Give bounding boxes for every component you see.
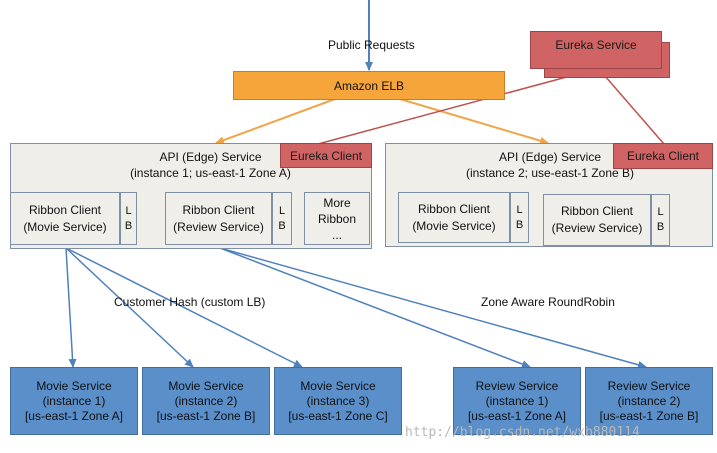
elb-to-api1-arrow xyxy=(215,98,336,144)
eureka-service-box: Eureka Service xyxy=(530,31,662,69)
ribbon-client-movie-1-label: Ribbon Client (Movie Service) xyxy=(23,202,107,234)
lb-review-1: L B xyxy=(272,192,292,245)
eureka-client-2: Eureka Client xyxy=(613,143,713,169)
more-ribbon-label: More Ribbon ... xyxy=(317,195,357,242)
api-edge-service-1-title: API (Edge) Service (instance 1; us-east-… xyxy=(130,150,291,180)
amazon-elb-label: Amazon ELB xyxy=(333,78,405,93)
ribbon-client-movie-2: Ribbon Client (Movie Service) xyxy=(398,192,510,243)
movie-service-instance-1: Movie Service (instance 1) [us-east-1 Zo… xyxy=(10,367,138,435)
watermark-text: http://blog.csdn.net/wxb880114 xyxy=(405,425,640,440)
more-ribbon-box: More Ribbon ... xyxy=(304,192,370,245)
lb-movie-2-label: L B xyxy=(515,203,524,231)
lb-review-1-label: L B xyxy=(278,204,286,232)
public-requests-label: Public Requests xyxy=(328,38,415,52)
eureka-service-label: Eureka Service xyxy=(555,38,637,52)
review-service-instance-2-label: Review Service (instance 2) [us-east-1 Z… xyxy=(599,378,699,423)
review-lb-arrow-1 xyxy=(219,247,531,368)
movie-service-instance-3-label: Movie Service (instance 3) [us-east-1 Zo… xyxy=(288,378,388,423)
ribbon-client-review-1-label: Ribbon Client (Review Service) xyxy=(173,202,264,234)
amazon-elb-box: Amazon ELB xyxy=(233,71,505,100)
lb-review-2-label: L B xyxy=(656,206,665,233)
lb-movie-1-label: L B xyxy=(124,204,133,232)
ribbon-client-review-1: Ribbon Client (Review Service) xyxy=(165,192,272,245)
movie-service-instance-1-label: Movie Service (instance 1) [us-east-1 Zo… xyxy=(24,378,124,423)
review-service-instance-1-label: Review Service (instance 1) [us-east-1 Z… xyxy=(467,378,567,423)
lb-movie-1: L B xyxy=(120,192,137,245)
movie-lb-arrow-2 xyxy=(65,247,194,368)
eureka-client-1-label: Eureka Client xyxy=(289,148,363,163)
ribbon-client-review-2: Ribbon Client (Review Service) xyxy=(543,194,651,246)
elb-to-api2-arrow xyxy=(399,98,549,145)
api-edge-service-2-title: API (Edge) Service (instance 2; use-east… xyxy=(465,150,635,180)
lb-review-2: L B xyxy=(651,194,670,246)
customer-hash-label: Customer Hash (custom LB) xyxy=(114,295,266,309)
review-service-instance-1: Review Service (instance 1) [us-east-1 Z… xyxy=(453,367,581,435)
lb-movie-2: L B xyxy=(510,192,529,243)
zone-aware-label: Zone Aware RoundRobin xyxy=(481,295,615,309)
review-lb-arrow-2 xyxy=(219,247,647,369)
movie-lb-arrow-3 xyxy=(65,247,303,368)
review-service-instance-2: Review Service (instance 2) [us-east-1 Z… xyxy=(585,367,713,435)
ribbon-client-movie-2-label: Ribbon Client (Movie Service) xyxy=(412,201,496,233)
eureka-to-api2-line xyxy=(597,67,665,145)
movie-service-instance-2-label: Movie Service (instance 2) [us-east-1 Zo… xyxy=(156,378,256,423)
movie-lb-arrow-1 xyxy=(65,247,77,368)
ribbon-client-movie-1: Ribbon Client (Movie Service) xyxy=(10,192,120,245)
movie-service-instance-3: Movie Service (instance 3) [us-east-1 Zo… xyxy=(274,367,402,435)
eureka-client-1: Eureka Client xyxy=(280,143,372,168)
eureka-client-2-label: Eureka Client xyxy=(626,149,700,163)
movie-service-instance-2: Movie Service (instance 2) [us-east-1 Zo… xyxy=(142,367,270,435)
eureka-to-api1-line xyxy=(317,67,601,145)
ribbon-client-review-2-label: Ribbon Client (Review Service) xyxy=(551,204,643,235)
